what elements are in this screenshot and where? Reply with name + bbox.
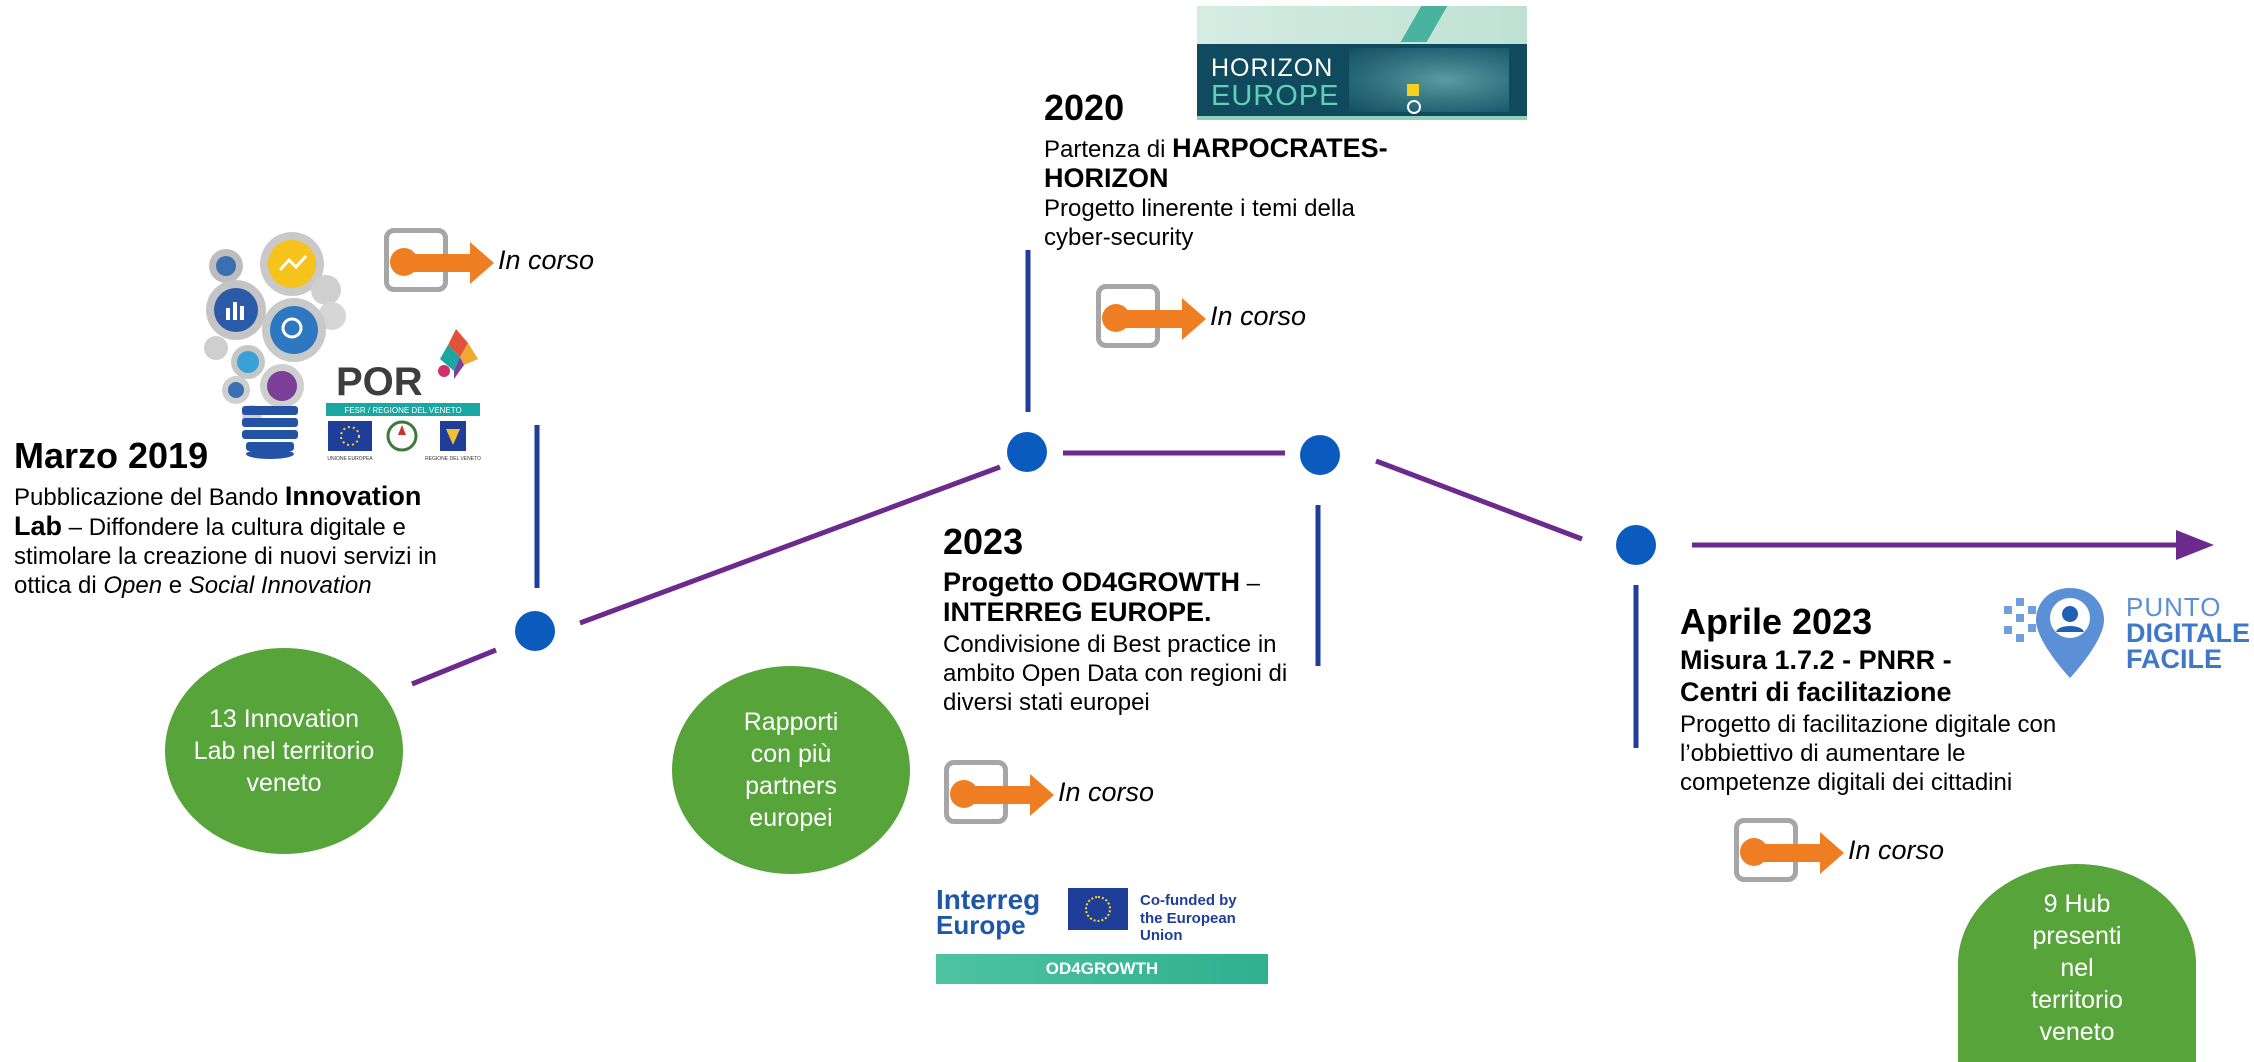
od4growth-label: OD4GROWTH [1045, 959, 1159, 978]
timeline-node [1007, 432, 1047, 472]
milestone-2019: Marzo 2019 Pubblicazione del Bando Innov… [14, 436, 454, 600]
status-indicator: In corso [1734, 818, 1954, 894]
status-indicator: In corso [1096, 284, 1316, 360]
milestone-2020: 2020 Partenza di HARPOCRATES-HORIZON Pro… [1044, 88, 1414, 252]
punto-line2: DIGITALE [2126, 618, 2250, 648]
status-label: In corso [1848, 835, 1945, 865]
milestone-year: Aprile 2023 [1680, 601, 1873, 642]
milestone-year: 2020 [1044, 87, 1125, 128]
cofund-line1: Co-funded by [1140, 892, 1237, 909]
od4growth-band: OD4GROWTH [936, 954, 1268, 984]
interreg-logo: Interreg Europe Co-funded by the Europea… [936, 884, 1272, 984]
horizon-line1: HORIZON [1211, 54, 1334, 82]
map-pin-icon [2004, 588, 2104, 678]
status-label: In corso [498, 245, 595, 275]
punto-digitale-facile-logo: PUNTO DIGITALE FACILE [2004, 584, 2250, 684]
milestone-detail: Progetto di facilitazione digitale con l… [1680, 711, 2057, 796]
milestone-title: Progetto OD4GROWTH – INTERREG EUROPE. [943, 567, 1261, 627]
por-band-text: FESR / REGIONE DEL VENETO [344, 406, 461, 415]
milestone-detail: Progetto linerente i temi della cyber-se… [1044, 195, 1355, 251]
milestone-description: Partenza di HARPOCRATES-HORIZON [1044, 133, 1388, 193]
por-title: POR [336, 360, 423, 404]
result-circle: 13 Innovation Lab nel territorio veneto [165, 648, 403, 854]
horizon-line2: EUROPE [1211, 80, 1340, 112]
eu-label: UNIONE EUROPEA [327, 456, 373, 462]
status-label: In corso [1210, 301, 1307, 331]
status-indicator: In corso [384, 228, 604, 304]
milestone-title: Misura 1.7.2 - PNRR - Centri di facilita… [1680, 645, 1952, 707]
milestone-detail: Condivisione di Best practice in ambito … [943, 631, 1288, 716]
timeline-segment [1375, 458, 1583, 542]
timeline-node [515, 611, 555, 651]
interreg-line1: Interreg [936, 884, 1041, 915]
timeline-segment [579, 464, 1001, 626]
eu-flag-icon [328, 421, 372, 451]
timeline-node [1300, 435, 1340, 475]
veneto-label: REGIONE DEL VENETO [425, 456, 481, 462]
timeline-node [1616, 525, 1656, 565]
arrow-right-icon [1030, 774, 1054, 816]
punto-line3: FACILE [2126, 644, 2223, 674]
cofund-line2: the European Union [1140, 910, 1236, 944]
interreg-line2: Europe [936, 910, 1026, 940]
punto-line1: PUNTO [2126, 592, 2222, 622]
milestone-description: Pubblicazione del Bando Innovation Lab –… [14, 481, 437, 600]
milestone-2023: 2023 Progetto OD4GROWTH – INTERREG EUROP… [943, 522, 1303, 717]
innovation-lightbulb-icon [204, 232, 346, 459]
eu-flag-icon [1068, 888, 1128, 930]
timeline-segment [411, 647, 497, 687]
arrow-right-icon [470, 242, 494, 284]
milestone-year: 2023 [943, 521, 1024, 562]
timeline-arrow-head [2176, 530, 2214, 560]
italy-emblem-icon [386, 420, 418, 452]
result-circle: Rapporti con più partners europei [672, 666, 910, 874]
result-circle: 9 Hub presenti nel territorio veneto [1958, 864, 2196, 1062]
arrow-right-icon [1182, 298, 1206, 340]
horizon-europe-logo: HORIZON EUROPE [1197, 6, 1527, 120]
status-indicator: In corso [944, 760, 1164, 836]
status-label: In corso [1058, 777, 1155, 807]
arrow-right-icon [1820, 832, 1844, 874]
milestone-aprile-2023: Aprile 2023 Misura 1.7.2 - PNRR - Centri… [1680, 602, 2060, 797]
milestone-year: Marzo 2019 [14, 435, 209, 476]
por-fesr-logo: 2014-2020 POR FESR / REGIONE DEL VENETO … [326, 329, 481, 462]
